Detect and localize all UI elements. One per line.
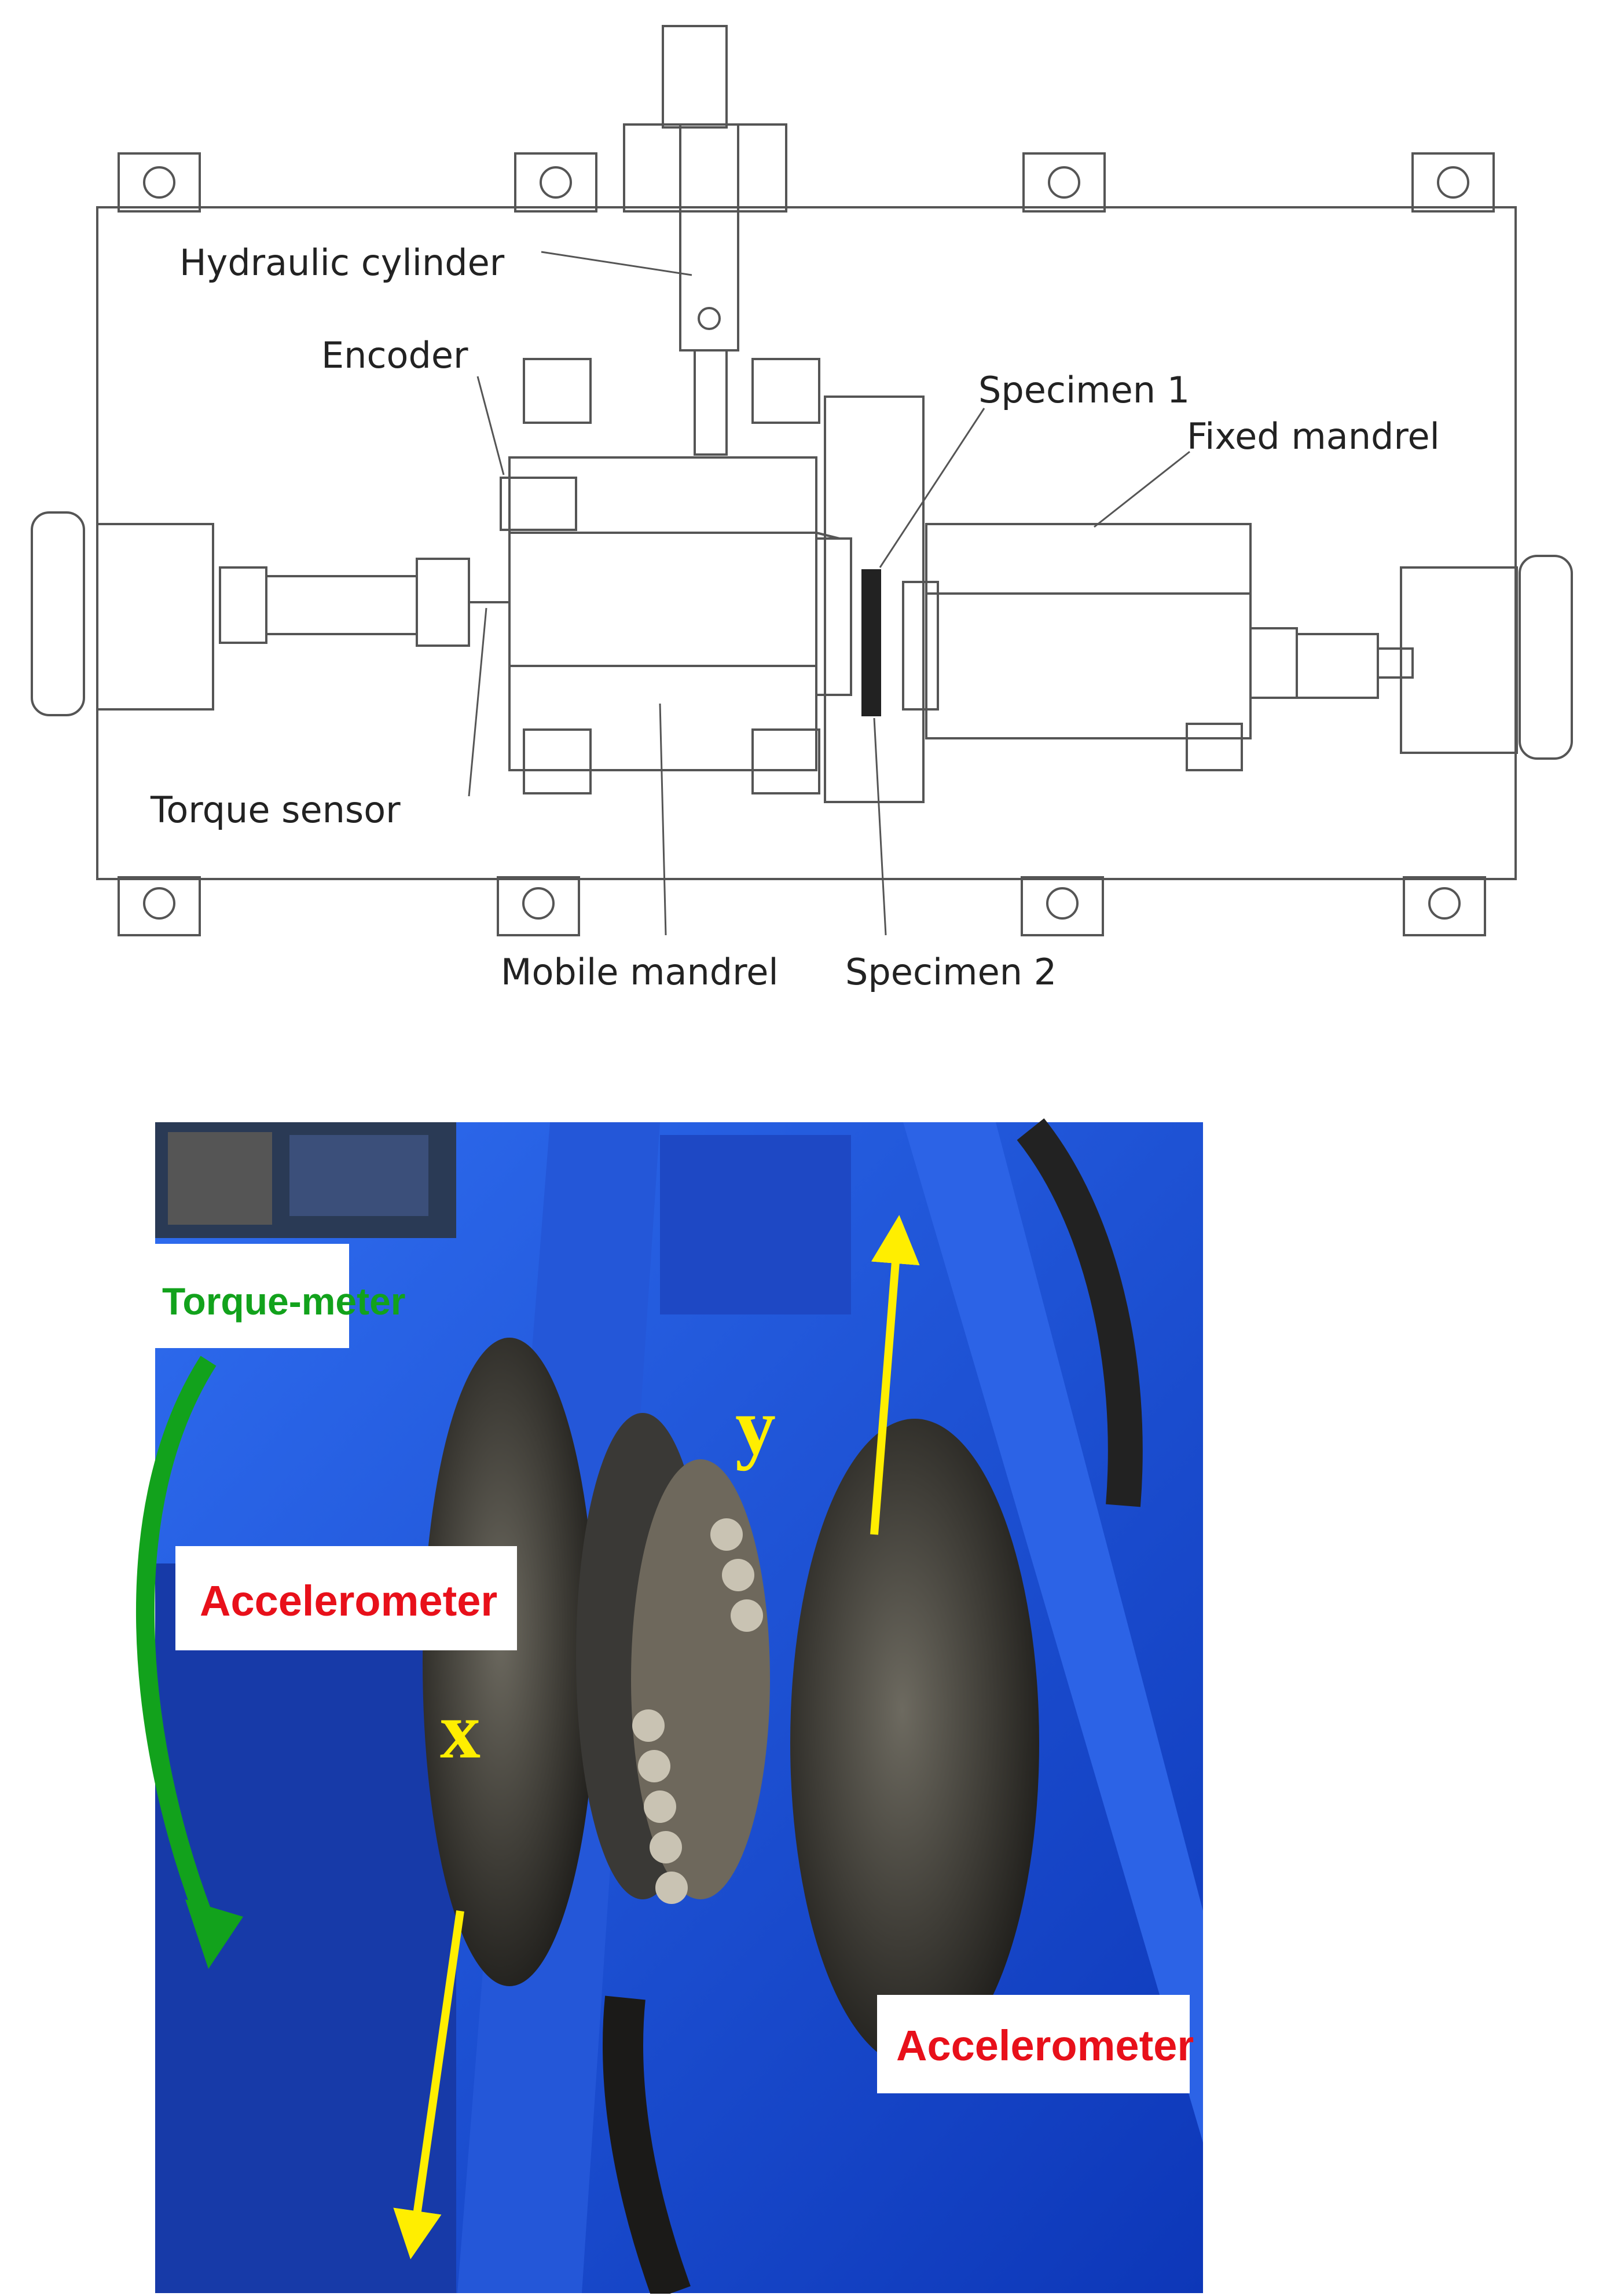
label-hydraulic-cylinder: Hydraulic cylinder [179, 241, 505, 284]
right-drivetrain [1249, 555, 1573, 760]
label-mobile-mandrel: Mobile mandrel [501, 951, 779, 993]
schematic-drawing [31, 25, 1573, 936]
label-fixed-mandrel: Fixed mandrel [1187, 415, 1440, 457]
label-specimen-2: Specimen 2 [845, 951, 1057, 993]
specimen-disc [861, 569, 881, 716]
base-frame [96, 206, 1517, 880]
label-axis-y: y [735, 1382, 776, 1471]
y-axis-arrow [870, 1215, 920, 1535]
torque-arrow [136, 1356, 217, 1932]
accelerometer-left-box [175, 1546, 517, 1650]
label-torque-sensor: Torque sensor [150, 789, 401, 831]
label-axis-x: x [440, 1686, 481, 1775]
x-axis-arrow [393, 1910, 464, 2260]
torque-meter-box [155, 1244, 349, 1348]
label-encoder: Encoder [321, 334, 468, 376]
top-feet [118, 152, 1495, 213]
right-disc [790, 1419, 1039, 2067]
accelerometer-right-box [877, 1995, 1190, 2093]
fixed-mandrel-drawing [902, 523, 1252, 771]
leader-lines [468, 251, 1190, 936]
label-specimen-1: Specimen 1 [978, 369, 1190, 411]
label-torque-meter: Torque-meter [162, 1280, 406, 1323]
hydraulic-cylinder-drawing [623, 25, 787, 456]
label-accelerometer-right: Accelerometer [896, 2022, 1194, 2070]
mobile-mandrel-drawing [500, 358, 852, 794]
left-disc [423, 1338, 596, 1986]
bottom-feet [118, 876, 1486, 936]
left-drivetrain [31, 511, 509, 716]
label-accelerometer-left: Accelerometer [200, 1577, 497, 1625]
specimen-holder [824, 396, 925, 803]
